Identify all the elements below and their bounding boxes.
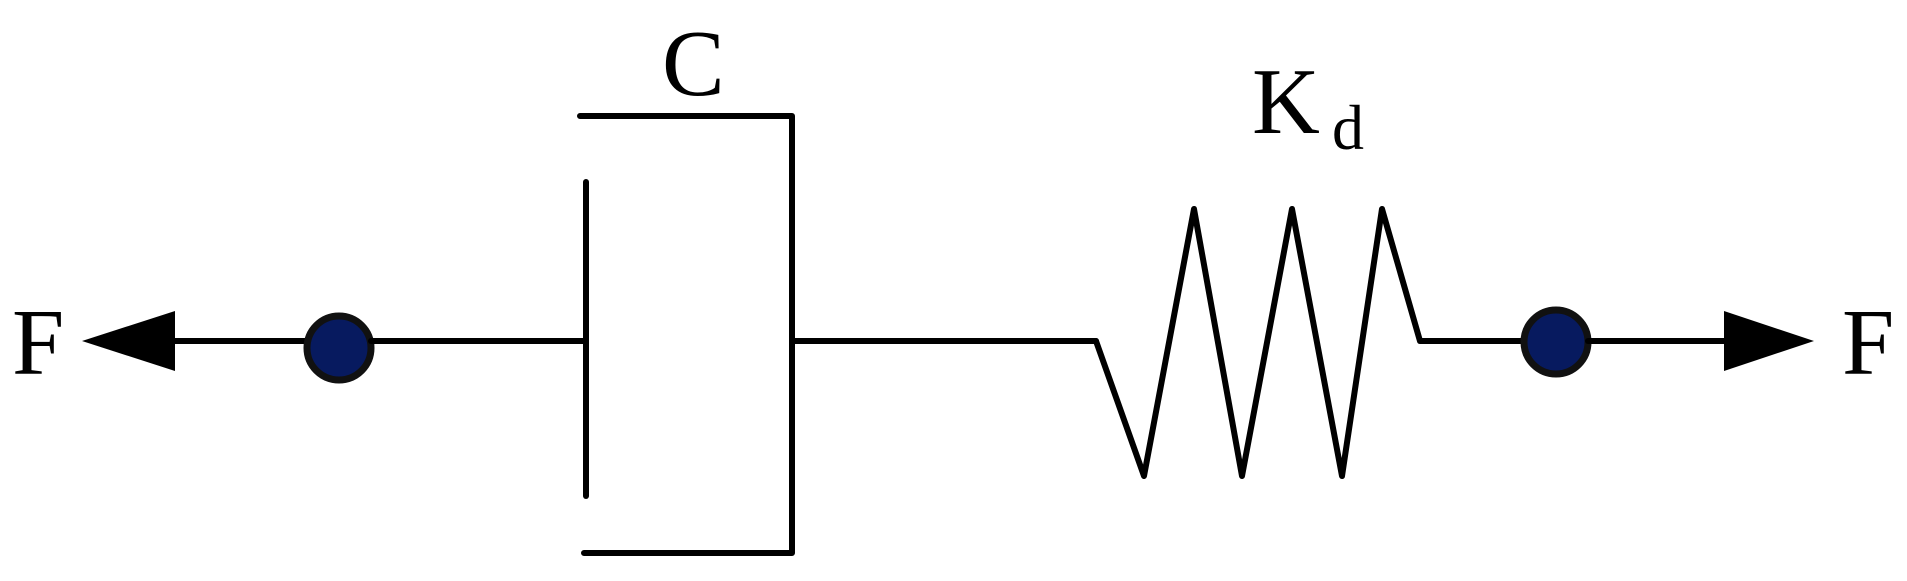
damper-cylinder — [577, 113, 795, 556]
right-force-label: F — [1842, 291, 1894, 395]
spring-coil — [1093, 206, 1525, 479]
right-node-icon — [1520, 306, 1592, 378]
left-force-arrow-icon — [82, 311, 175, 371]
spring-label-main: K — [1252, 50, 1320, 154]
spring-label-subscript: d — [1332, 92, 1364, 163]
right-force-arrow-icon — [1724, 311, 1814, 371]
left-force-label: F — [12, 291, 64, 395]
left-node-icon — [303, 312, 375, 384]
damper-label: C — [662, 12, 725, 116]
